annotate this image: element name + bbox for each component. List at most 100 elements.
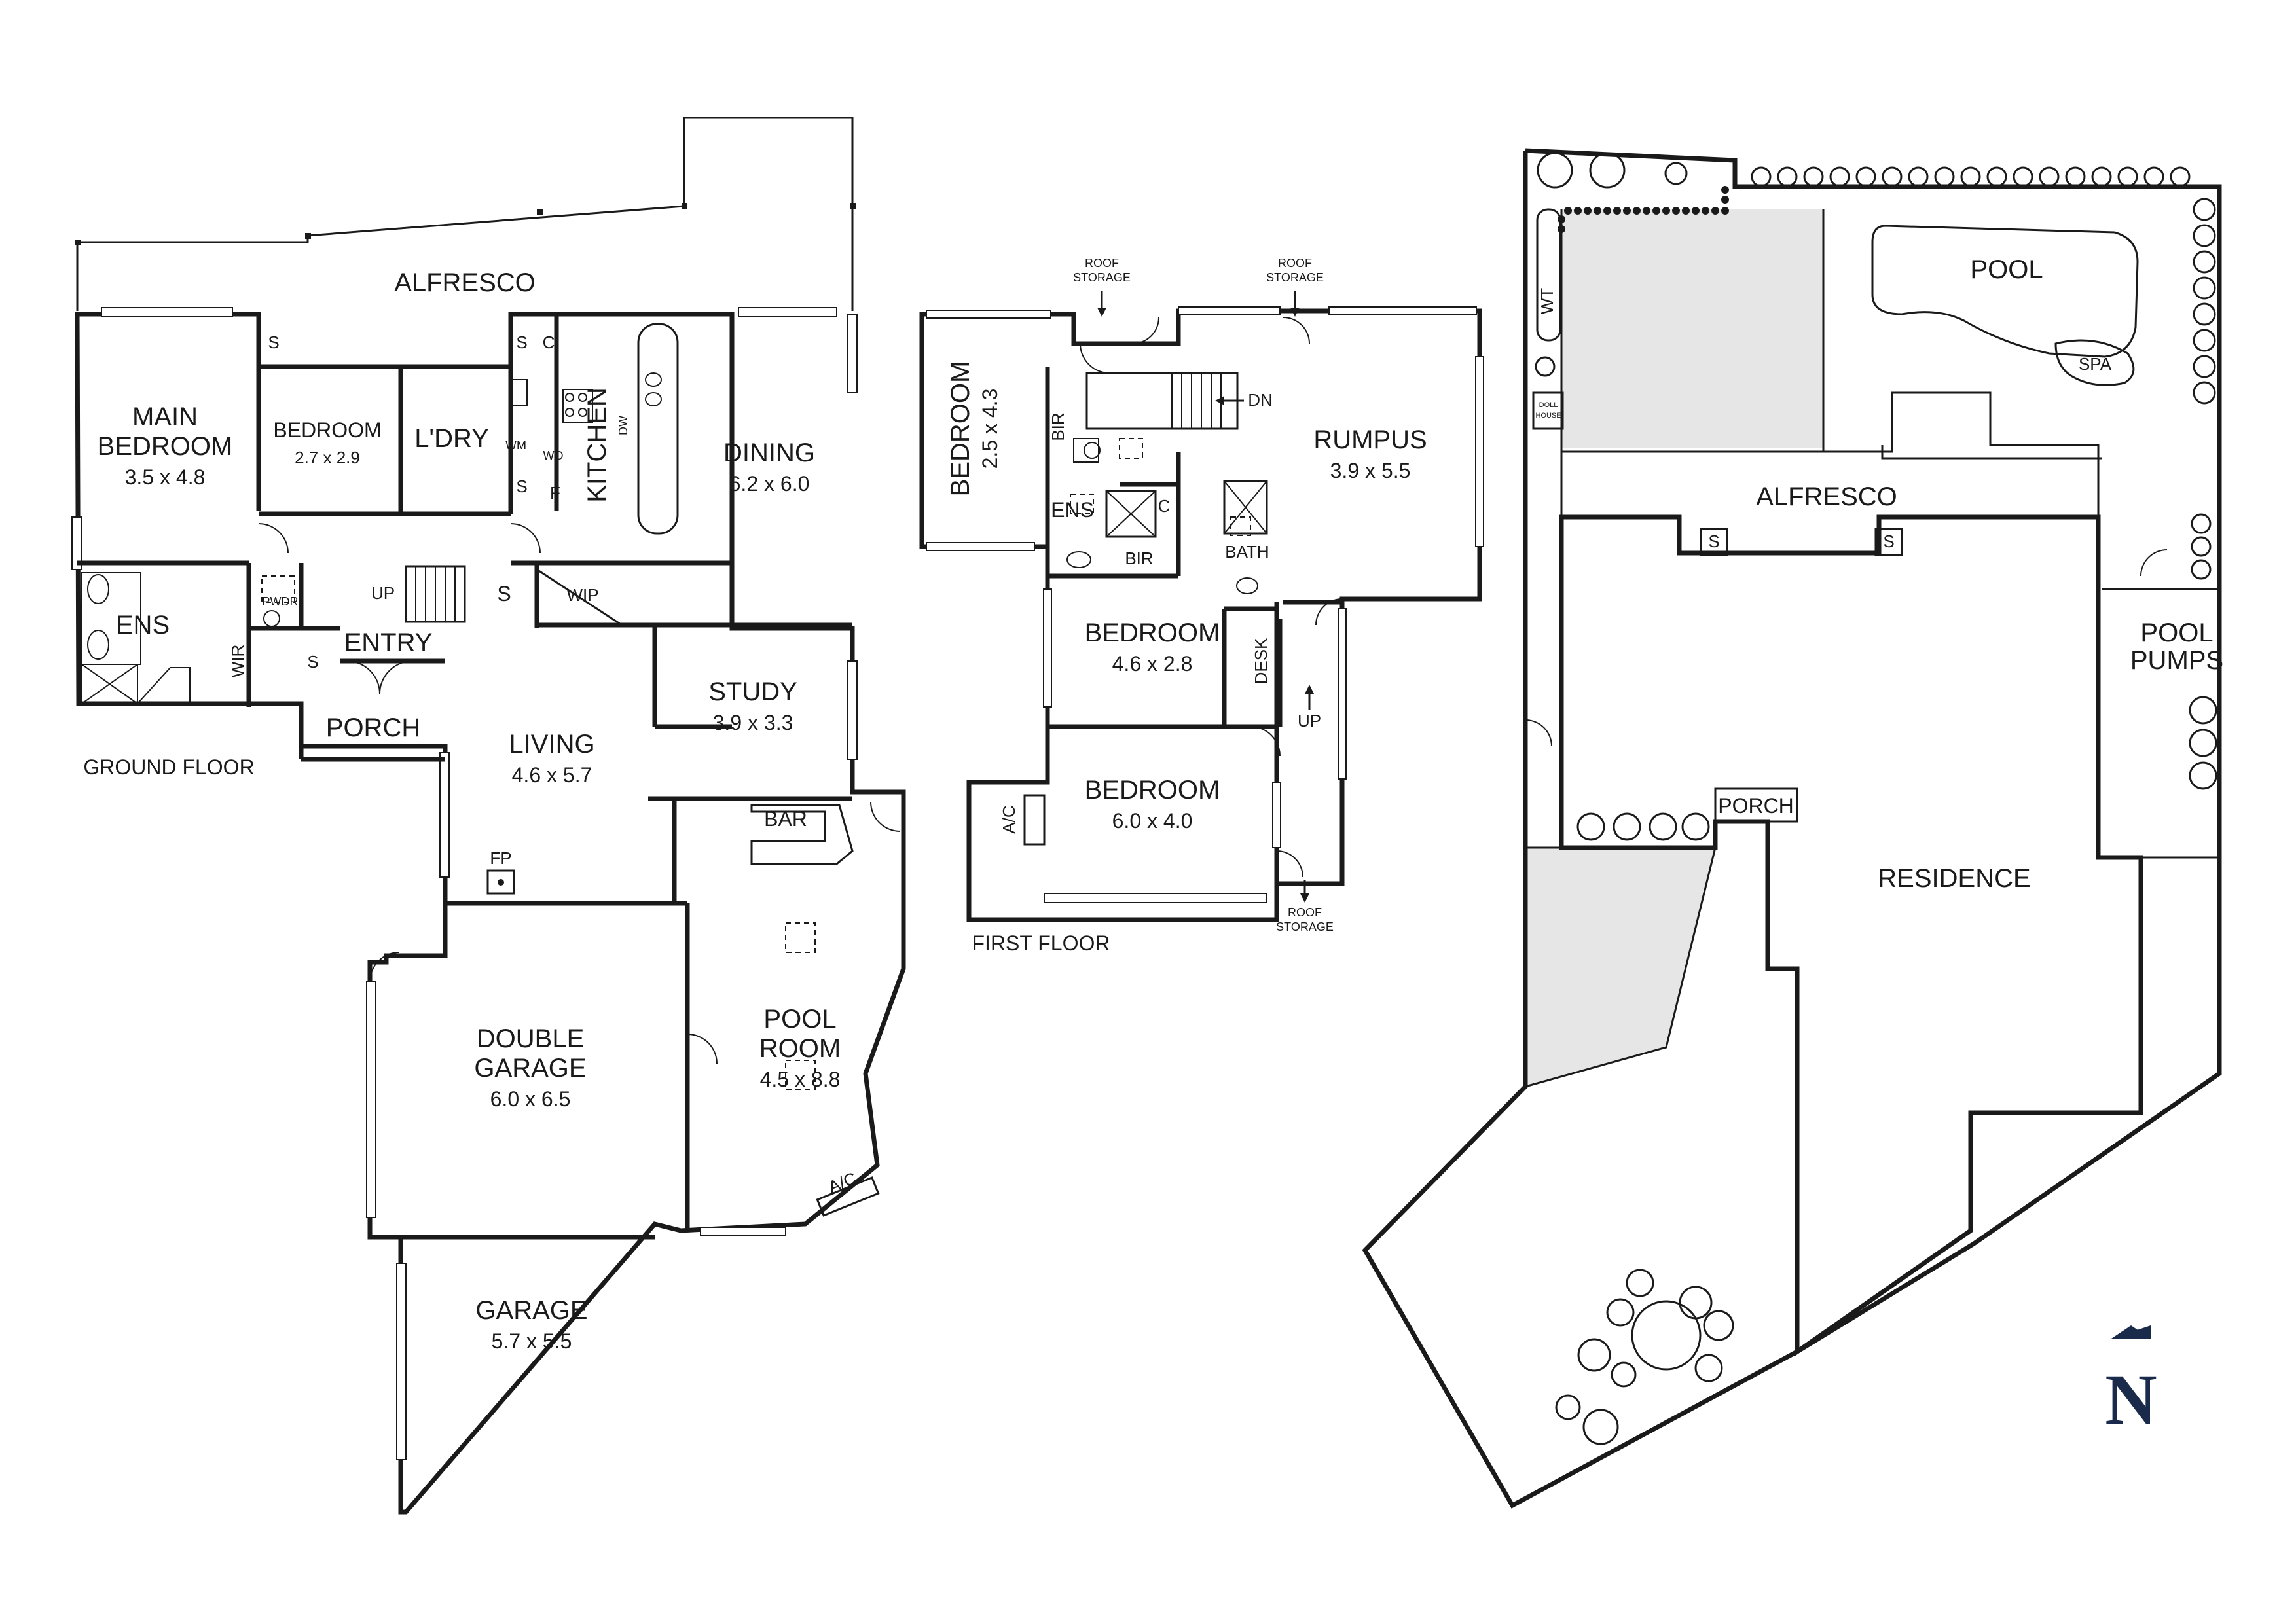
site-alfresco-step [1881, 445, 2102, 460]
ensuite-fixtures [81, 572, 295, 704]
desk-label: DESK [1251, 638, 1271, 684]
storage-label-3: S [516, 477, 527, 496]
study-dims: 3.9 x 3.3 [713, 711, 793, 734]
first-bir-label-2: BIR [1125, 549, 1153, 568]
storage-label-4: S [307, 652, 318, 672]
doll-house-label-1: DOLL [1539, 401, 1558, 409]
rumpus-name: RUMPUS [1313, 425, 1427, 454]
north-label: N [2105, 1360, 2157, 1439]
site-storage-box-1 [1700, 528, 1728, 556]
fireplace-box [486, 869, 515, 895]
ground-floor-outer-wall [75, 312, 906, 1515]
first-bedroom-b-name: BEDROOM [1085, 619, 1220, 647]
pool-pumps-label-1: POOL [2140, 619, 2213, 647]
shrub-row-left [1535, 152, 1710, 841]
alfresco-label: ALFRESCO [394, 268, 536, 297]
pool-room-dims: 4.5 x 8.8 [760, 1068, 841, 1091]
bar-label: BAR [764, 807, 807, 831]
water-tank-label: WT [1537, 288, 1557, 315]
lawn-area-west [1525, 848, 1715, 1087]
ground-floor-windows [71, 307, 858, 1460]
spa-label: SPA [2079, 354, 2112, 374]
main-bedroom-name-2: BEDROOM [98, 432, 233, 461]
first-bedroom-c-dims: 6.0 x 4.0 [1112, 809, 1193, 833]
pool-table-light-1 [785, 922, 816, 953]
first-floor-label: FIRST FLOOR [972, 931, 1110, 955]
double-garage-name-2: GARAGE [474, 1054, 586, 1083]
roof-storage-label-2b: STORAGE [1266, 271, 1324, 284]
first-floor-doors [1080, 317, 1343, 878]
first-up-label: UP [1298, 711, 1321, 730]
lawn-area-north [1561, 209, 1823, 448]
pool-room-name-2: ROOM [759, 1034, 841, 1063]
dining-name: DINING [723, 439, 815, 467]
wir-label: WIR [228, 645, 247, 678]
double-garage-name-1: DOUBLE [477, 1024, 585, 1053]
study-name: STUDY [708, 677, 797, 706]
site-storage-box-2 [1874, 528, 1903, 556]
kitchen-label: KITCHEN [583, 387, 611, 503]
fridge-label: F [550, 483, 560, 503]
site-alfresco-outline [1561, 391, 2100, 517]
side-gate-swing [1525, 719, 1552, 747]
bar-counter [750, 804, 854, 865]
main-bedroom-dims: 3.5 x 4.8 [125, 465, 206, 489]
powder-label: PWDR [263, 595, 299, 608]
first-ac-label: A/C [999, 805, 1019, 833]
garage-dims: 5.7 x 5.5 [492, 1329, 572, 1353]
site-plan: POOL SPA WT DOLL HOUSE ALFRESCO S S POOL… [1362, 148, 2223, 1509]
water-tank [1536, 208, 1561, 342]
first-bedroom-c-name: BEDROOM [1085, 776, 1220, 804]
pool-room-ac-label: A/C [826, 1168, 859, 1197]
pool-table-light-2 [785, 1060, 816, 1090]
wip-label: WIP [566, 585, 598, 605]
spa-shape [2054, 339, 2135, 386]
site-storage-label-1: S [1708, 532, 1719, 551]
roof-storage-label-3b: STORAGE [1276, 920, 1334, 933]
storage-label-5: S [497, 582, 511, 605]
double-garage-dims: 6.0 x 6.5 [490, 1087, 571, 1111]
alfresco-pergola [75, 117, 856, 311]
roof-storage-label-1b: STORAGE [1073, 271, 1131, 284]
pool-room-ac-unit [816, 1176, 880, 1217]
property-boundary [1362, 148, 2222, 1509]
roof-storage-label-2a: ROOF [1278, 257, 1312, 270]
residence-label: RESIDENCE [1878, 864, 2030, 893]
living-name: LIVING [509, 730, 594, 759]
storage-label-2: S [516, 333, 527, 352]
site-alfresco-label: ALFRESCO [1756, 482, 1897, 511]
roof-storage-label-1a: ROOF [1085, 257, 1119, 270]
pool-room-name-1: POOL [763, 1005, 836, 1034]
pool-label: POOL [1970, 255, 2043, 284]
site-porch-label: PORCH [1718, 794, 1794, 818]
pool-shape [1871, 225, 2139, 358]
shrub-row-top [1751, 166, 2191, 187]
fireplace-label: FP [490, 848, 511, 868]
pump-door-swing [2140, 549, 2168, 577]
rumpus-dims: 3.9 x 5.5 [1330, 459, 1411, 482]
first-floor-arrows [1097, 291, 1314, 903]
first-bir-label-1: BIR [1048, 412, 1068, 441]
ground-doors [258, 523, 901, 1064]
main-bedroom-name-1: MAIN [132, 403, 198, 431]
shrub-row-right [2189, 198, 2217, 790]
ground-floor-label: GROUND FLOOR [83, 755, 254, 779]
site-porch-box [1714, 787, 1798, 823]
first-ensuite-label: ENS [1051, 498, 1094, 522]
porch-label: PORCH [326, 713, 420, 742]
first-bedroom-a-dims: 2.5 x 4.3 [978, 389, 1002, 469]
roof-storage-label-3a: ROOF [1288, 906, 1322, 919]
dining-dims: 6.2 x 6.0 [729, 472, 810, 496]
pool-pumps-label-2: PUMPS [2130, 646, 2223, 675]
first-bedroom-b-dims: 4.6 x 2.8 [1112, 652, 1193, 676]
kitchen-island [510, 323, 679, 535]
laundry-label: L'DRY [414, 424, 489, 453]
ground-floor-plan: ALFRESCO MAIN BEDROOM 3.5 x 4.8 BEDROOM … [71, 117, 906, 1515]
tree-cluster [1555, 1269, 1734, 1445]
entry-label: ENTRY [344, 628, 433, 657]
doll-house [1532, 391, 1564, 430]
first-floor-windows [926, 306, 1484, 903]
site-storage-label-2: S [1883, 532, 1894, 551]
ensuite-label: ENS [116, 611, 170, 640]
